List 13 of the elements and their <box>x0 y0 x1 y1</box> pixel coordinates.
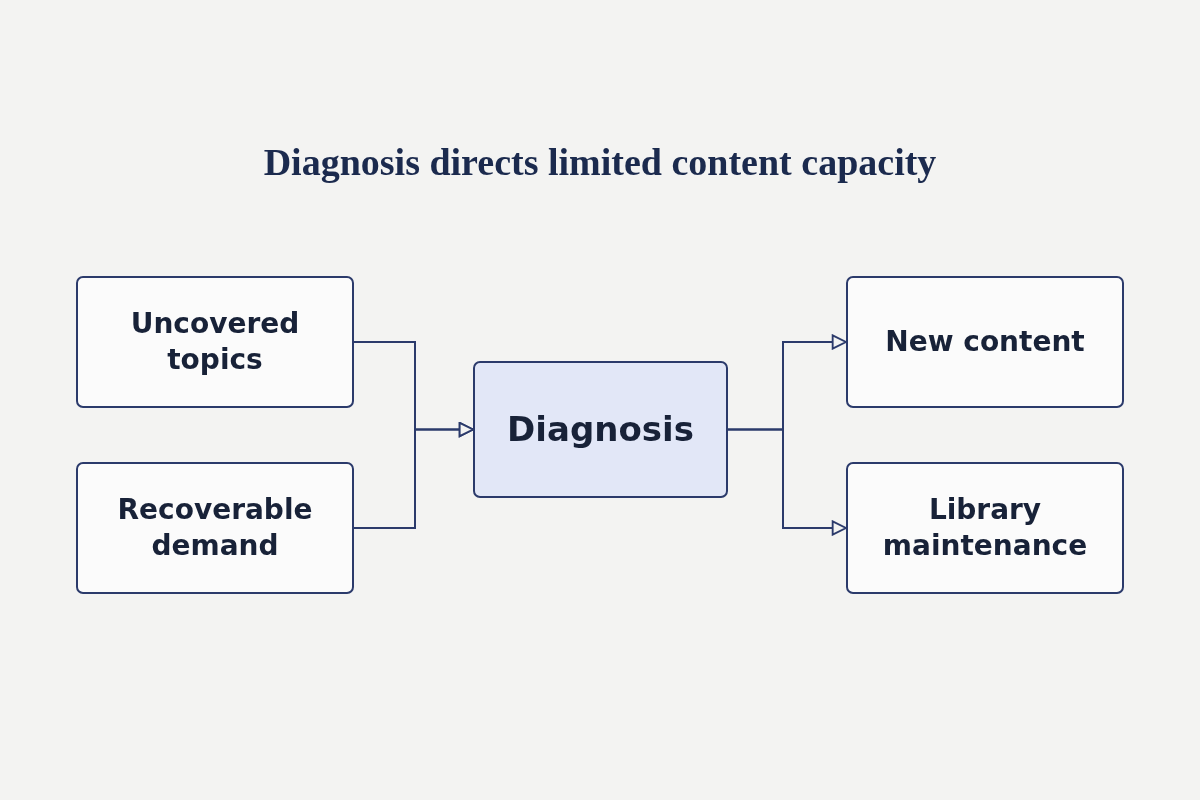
node-label: Diagnosis <box>506 408 695 452</box>
process-box <box>846 462 1124 594</box>
node-label: Uncovered topics <box>129 305 301 378</box>
node-label: New content <box>884 323 1086 360</box>
diagram-title: Diagnosis directs limited content capacity <box>263 141 937 183</box>
connector-arrow <box>727 428 847 536</box>
highlight-box <box>473 361 728 498</box>
node-label: Library maintenance <box>881 491 1089 564</box>
node-label: Recoverable demand <box>116 491 314 564</box>
process-box <box>76 462 354 594</box>
process-box <box>76 276 354 408</box>
connector-arrow <box>353 421 474 529</box>
process-box <box>846 276 1124 408</box>
